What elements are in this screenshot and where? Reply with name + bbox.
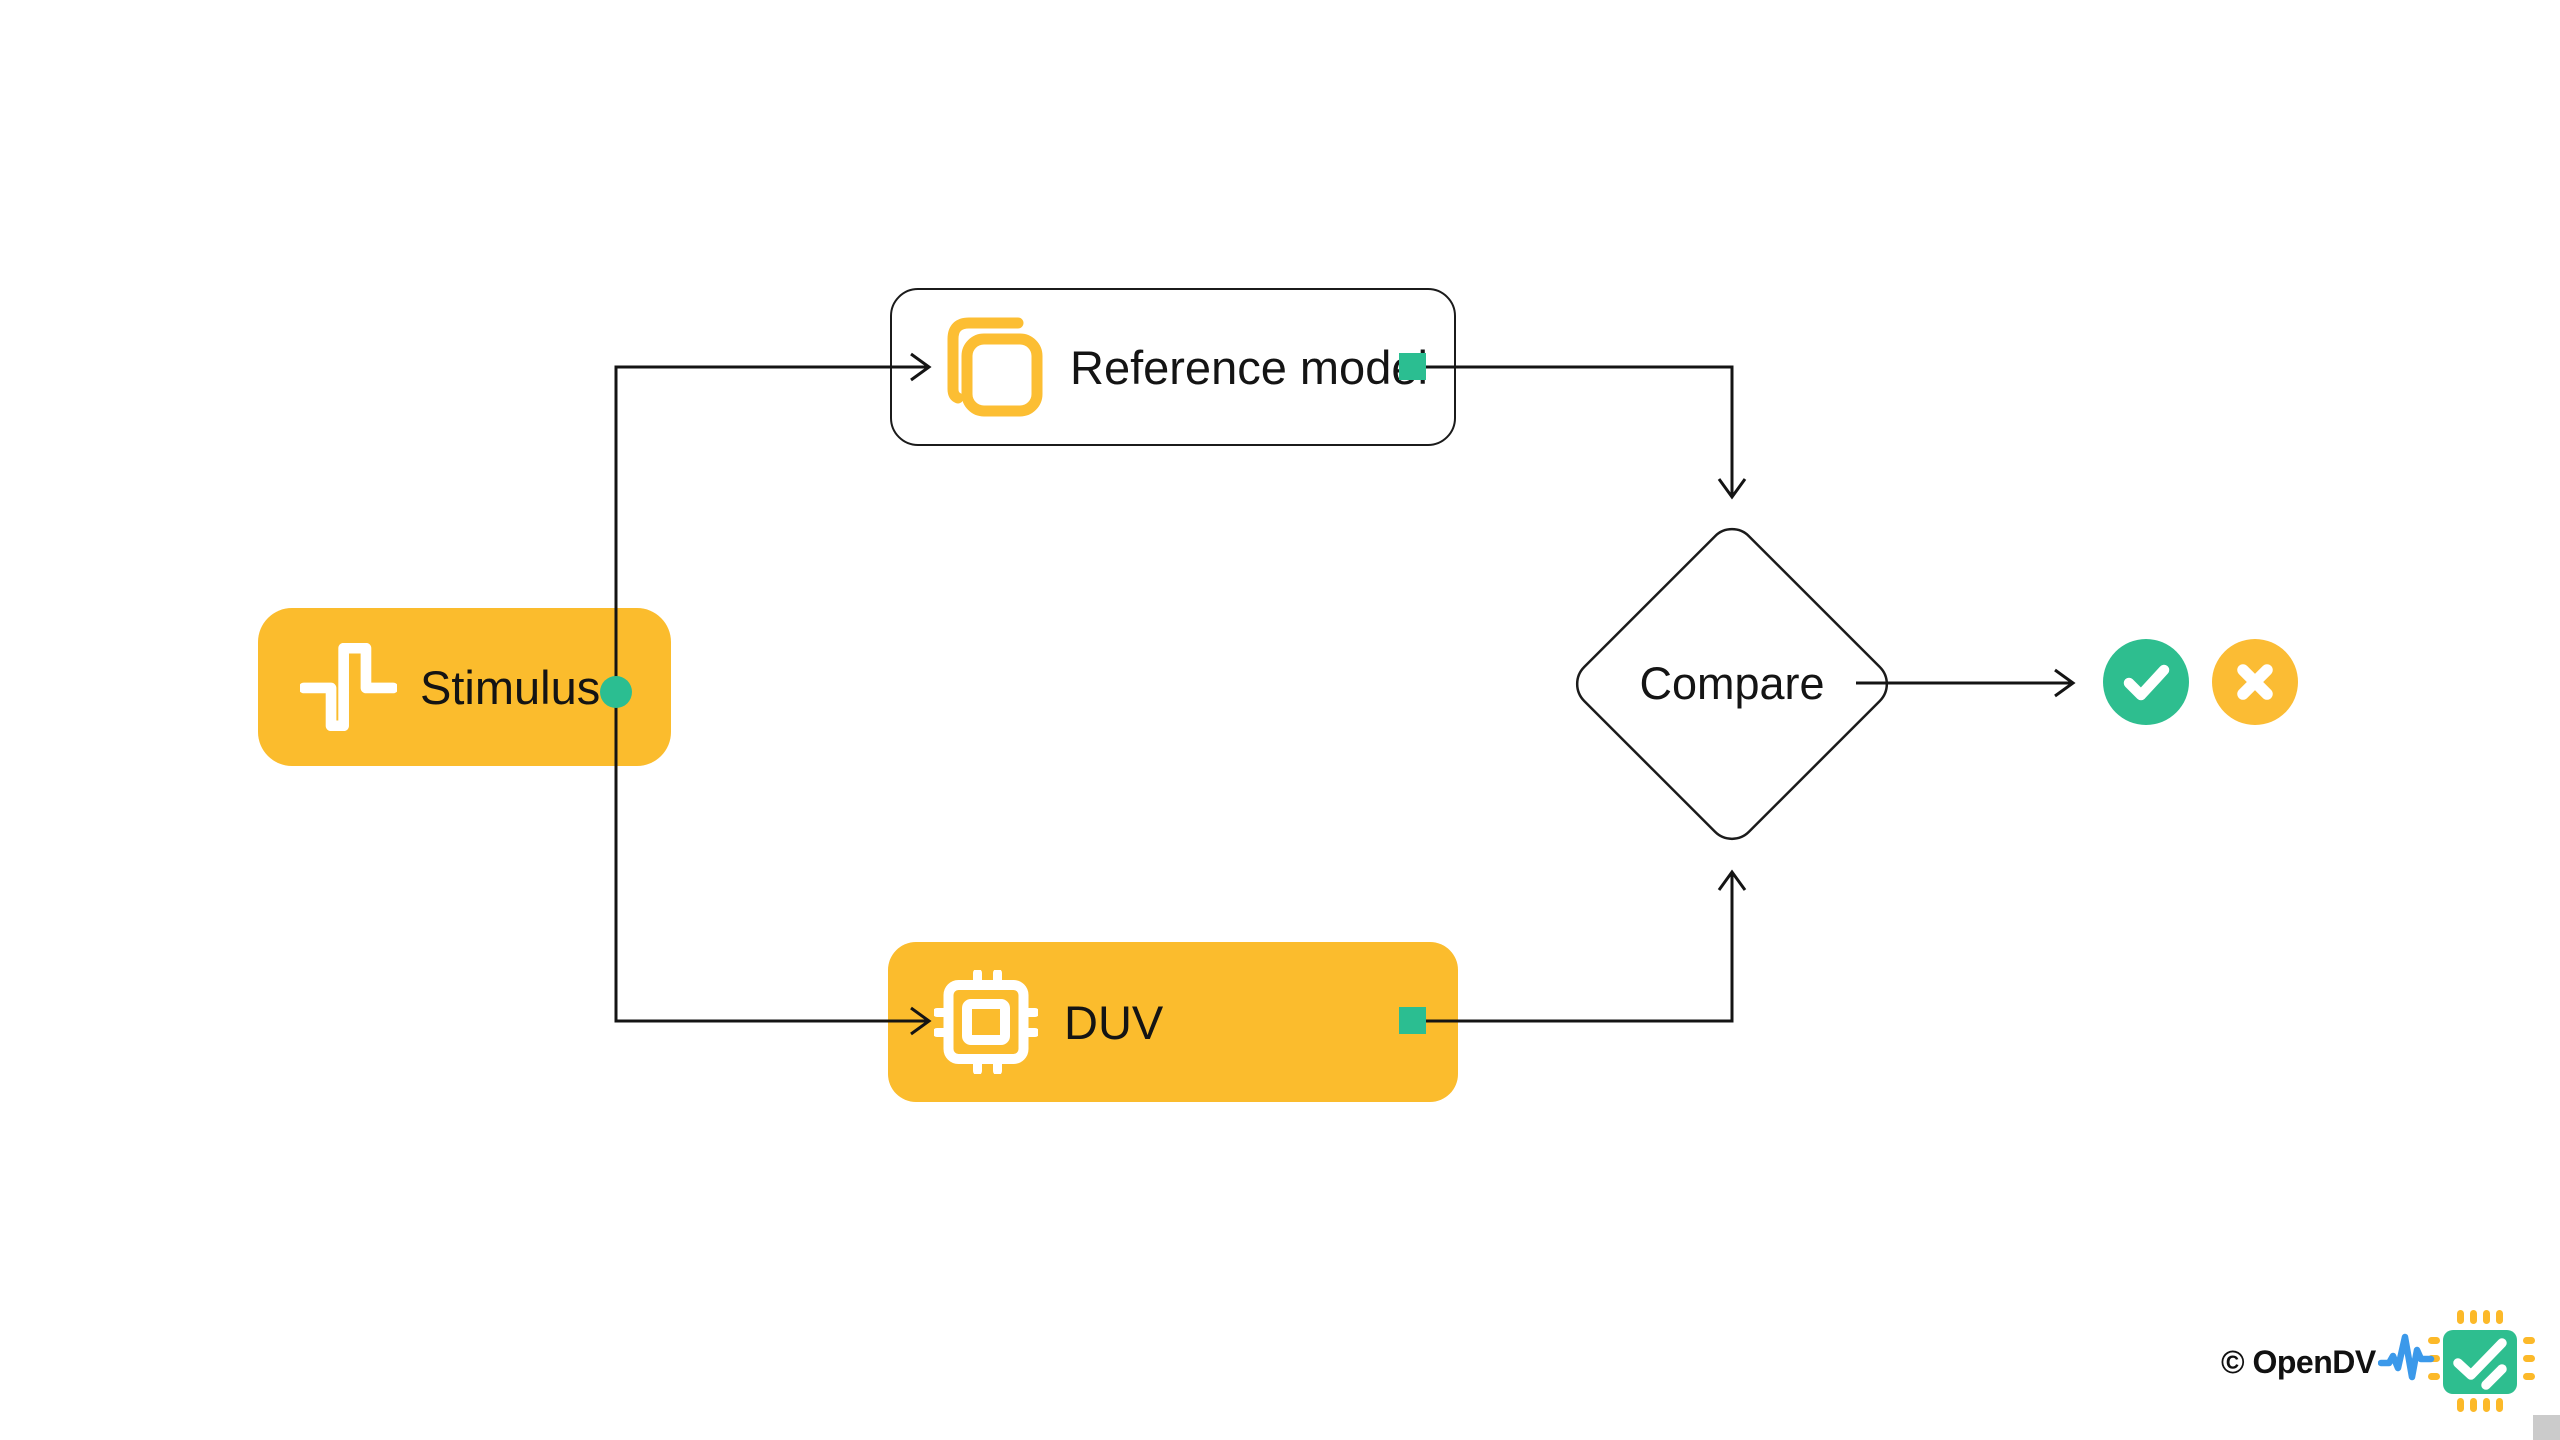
pulse-waveform-icon	[300, 643, 397, 731]
logo-chip-pins	[2428, 1310, 2535, 1412]
arrowhead-into-results	[2054, 668, 2076, 698]
compare-node-shape[interactable]	[1567, 519, 1897, 849]
duv-label: DUV	[1064, 995, 1164, 1049]
arrowhead-into-duv	[910, 1006, 932, 1036]
compare-label: Compare	[1639, 658, 1825, 709]
check-icon	[2123, 664, 2170, 701]
reference-output-port[interactable]	[1399, 353, 1426, 380]
copy-icon	[947, 317, 1043, 417]
stimulus-output-port[interactable]	[600, 676, 632, 708]
opendv-logo	[2378, 1310, 2535, 1412]
logo-waveform	[2378, 1333, 2435, 1381]
pass-result-badge[interactable]	[2103, 639, 2189, 725]
stimulus-label: Stimulus	[420, 660, 601, 714]
duv-output-port[interactable]	[1399, 1007, 1426, 1034]
x-icon	[2237, 664, 2273, 700]
logo-check	[2453, 1338, 2507, 1380]
wire-stimulus	[614, 365, 929, 1023]
reference-model-label: Reference model	[1070, 340, 1428, 394]
copyright-text: © OpenDV	[2221, 1344, 2376, 1380]
scrollbar-corner[interactable]	[2533, 1415, 2560, 1440]
wire-reference-to-compare	[1413, 365, 1734, 497]
arrowhead-into-reference	[910, 352, 932, 382]
wire-duv-to-compare	[1413, 872, 1734, 1023]
fail-result-badge[interactable]	[2212, 639, 2298, 725]
arrowhead-into-compare-top	[1717, 478, 1747, 500]
duv-node[interactable]: DUV	[888, 942, 1458, 1102]
chip-icon	[934, 970, 1038, 1074]
logo-check-tail	[2481, 1364, 2507, 1390]
arrowhead-into-compare-bottom	[1717, 869, 1747, 891]
